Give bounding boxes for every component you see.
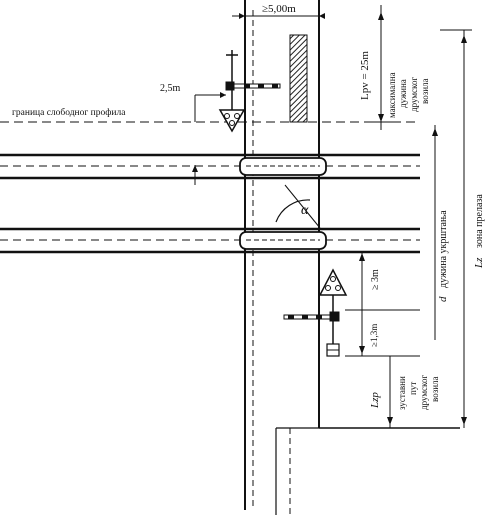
dim-lz-label: Lz [473, 257, 485, 269]
svg-text:друмског: друмског [409, 77, 419, 112]
dim-2-5m-label: 2,5m [160, 83, 181, 94]
dim-1-3m [345, 310, 420, 357]
crossing-length-label: дужина укрштања [438, 210, 449, 288]
dim-3m-label: ≥ 3m [370, 269, 381, 290]
crossing-zone-label: зона прелаза [474, 194, 485, 248]
dim-5m-label: ≥5,00m [262, 3, 296, 15]
dim-lzp-label: Lzp [369, 392, 381, 409]
svg-text:максимална: максимална [387, 72, 397, 118]
angle-label: α [301, 203, 309, 218]
dim-1-3m-label: ≥1,3m [369, 324, 379, 347]
svg-text:друмског: друмског [419, 375, 429, 410]
dim-lzp [387, 356, 393, 428]
dim-2-5m [192, 92, 226, 185]
dim-d-label: d [437, 296, 449, 302]
svg-text:зуставни: зуставни [397, 376, 407, 410]
hatched-stop-area [289, 34, 308, 123]
svg-text:возила: возила [420, 78, 430, 104]
upper-barrier-post [225, 81, 235, 91]
lower-signal [318, 268, 348, 357]
dim-3m [345, 252, 420, 311]
svg-text:возила: возила [430, 376, 440, 402]
upper-signal [218, 50, 246, 133]
stopping-path-label: зуставни пут друмског возила [397, 375, 440, 410]
angle-arc [275, 199, 311, 223]
lower-barrier-arm [283, 314, 331, 320]
free-profile-boundary-label: граница слободног профила [12, 107, 126, 118]
lower-warning-triangle [318, 268, 348, 296]
dim-lz [440, 29, 472, 428]
track-2 [0, 227, 420, 254]
track-1 [0, 153, 420, 180]
lower-barrier-post [329, 311, 340, 322]
dim-5m [232, 5, 325, 20]
svg-text:пут: пут [408, 382, 418, 395]
max-vehicle-length-label: максимална дужина друмског возила [387, 72, 430, 118]
road [244, 0, 460, 515]
svg-text:дужина: дужина [398, 79, 408, 108]
dim-lpv [373, 5, 395, 130]
dim-lpv-label: Lpv = 25m [359, 51, 371, 100]
dim-d [432, 125, 438, 340]
upper-barrier-arm [233, 83, 281, 89]
